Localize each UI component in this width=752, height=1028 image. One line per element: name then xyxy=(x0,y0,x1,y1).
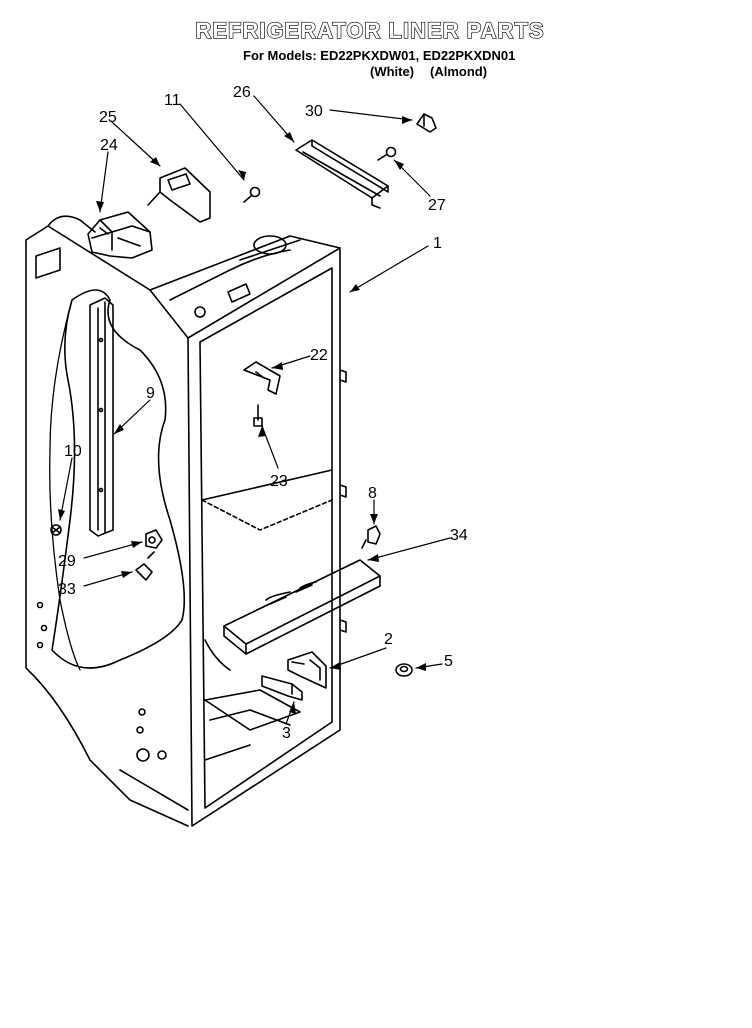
variant-almond: (Almond) xyxy=(430,64,488,79)
part-26-rail xyxy=(295,139,389,209)
part-3-plate xyxy=(261,675,303,701)
arrowheads xyxy=(58,116,426,714)
callout-33: 33 xyxy=(58,581,76,598)
models-line: For Models: ED22PKXDW01, ED22PKXDN01 xyxy=(243,48,516,63)
callout-23: 23 xyxy=(270,473,288,490)
callout-10: 10 xyxy=(64,443,82,460)
part-29-clip xyxy=(145,529,163,549)
variant-white: (White) xyxy=(370,64,415,79)
part-11-screw xyxy=(243,186,261,203)
leader-lines xyxy=(59,95,451,725)
callout-26: 26 xyxy=(233,84,251,101)
callout-9: 9 xyxy=(146,385,155,402)
part-9-channel xyxy=(89,297,114,537)
part-24-housing xyxy=(87,211,153,259)
callout-5: 5 xyxy=(444,653,453,670)
part-2-bracket xyxy=(287,651,327,689)
callout-22: 22 xyxy=(310,347,328,364)
callout-2: 2 xyxy=(384,631,393,648)
callout-24: 24 xyxy=(100,137,118,154)
callout-8: 8 xyxy=(368,485,377,502)
diagram-title: REFRIGERATOR LINER PARTS xyxy=(195,17,545,43)
part-10-screw xyxy=(50,524,62,536)
callout-11: 11 xyxy=(164,92,181,109)
callout-29: 29 xyxy=(58,553,76,570)
callout-1: 1 xyxy=(433,235,442,252)
part-25-bracket xyxy=(147,167,211,223)
part-34-cover xyxy=(223,559,381,655)
part-27-screw xyxy=(377,146,397,161)
part-30-clip xyxy=(416,113,437,133)
callout-30: 30 xyxy=(305,103,323,120)
part-22-bracket xyxy=(243,361,281,395)
callout-27: 27 xyxy=(428,197,446,214)
part-23-screw xyxy=(253,404,263,427)
part-5-nut xyxy=(395,663,413,677)
liner-body xyxy=(25,215,347,827)
part-33-fitting xyxy=(135,551,155,581)
callout-numbers: 11 25 24 26 30 27 1 22 9 10 23 8 34 29 3… xyxy=(58,84,468,742)
callout-34: 34 xyxy=(450,527,468,544)
part-8-screw xyxy=(361,525,381,549)
callout-3: 3 xyxy=(282,725,291,742)
callout-25: 25 xyxy=(99,109,117,126)
